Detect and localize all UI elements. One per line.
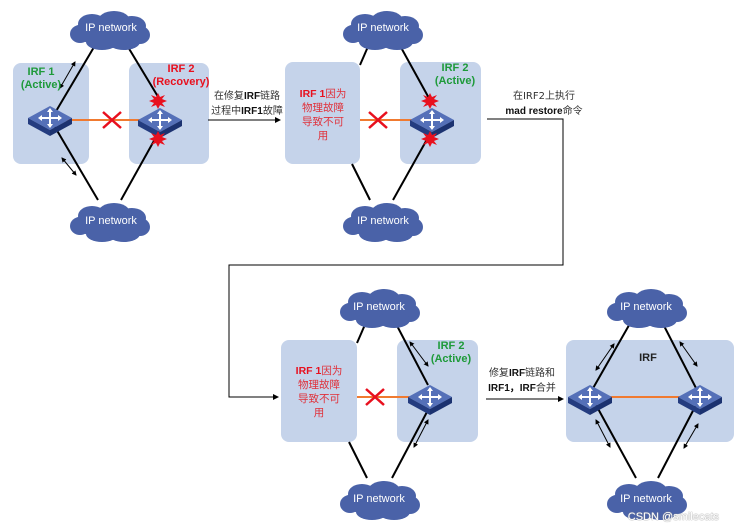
irf1-active-label: IRF 1 (Active) [14,66,68,92]
cloud-label: IP network [353,493,405,505]
switch-icon [137,107,183,139]
irf2-state: (Recovery) [152,76,210,88]
fault-burst-icon [421,131,439,147]
traffic-arrow-icon [409,341,429,367]
irf2-recovery-label: IRF 2 (Recovery) [148,63,214,89]
fault-burst-icon [149,131,167,147]
downlink [595,404,637,479]
traffic-arrow-icon [61,157,77,176]
irf2-name: IRF 2 [167,63,195,75]
step2-text: 命令 [562,106,583,117]
irf1-panel-stage3 [281,340,357,442]
step3-text: IRF1，IRF [488,383,536,394]
irf1-failure-text: IRF 1因为 物理故障 导致不可 用 [284,364,354,420]
desc-text: 导致不可 [302,116,344,128]
step-arrow [228,118,564,400]
desc-text: 物理故障 [302,102,344,114]
step1-text: 故障 [262,106,283,117]
desc-text: 用 [313,407,325,419]
desc-text: 用 [317,130,329,142]
irf1-name: IRF 1 [295,365,322,377]
cloud-label: IP network [85,215,137,227]
step1-text: 过程中 [211,106,242,117]
step2-text: 在 [512,91,523,102]
link-failure-x-icon [102,111,122,129]
link-failure-x-icon [368,111,388,129]
cloud-label: IP network [620,301,672,313]
irf-merged-label: IRF [639,352,657,364]
uplink [660,319,698,391]
cloud-label: IP network [357,22,409,34]
downlink [351,163,371,201]
traffic-arrow-icon [413,419,429,448]
traffic-arrow-icon [595,419,611,448]
irf2-name: IRF 2 [441,62,469,74]
step2-text: 上执行 [545,91,575,102]
switch-icon [677,384,723,416]
irf2-name: IRF 2 [437,340,465,352]
step1-text: IRF [243,91,261,102]
switch-icon [407,384,453,416]
downlink [391,409,429,479]
switch-icon [27,105,73,137]
step2-text: IRF2 [522,91,545,102]
irf2-state: (Active) [434,75,476,87]
uplink [393,319,429,386]
desc-text: 因为 [321,365,343,377]
downlink [51,121,99,201]
cloud-label: IP network [620,493,672,505]
switch-icon [567,384,613,416]
step1-text: 在修复 [213,91,244,102]
desc-text: 导致不可 [298,393,340,405]
uplink [591,319,633,391]
downlink [392,133,431,201]
step3-caption: 修复IRF链路和 IRF1，IRF合并 [480,366,564,396]
step1-text: 链路 [260,91,281,102]
irf1-name: IRF 1 [27,66,55,78]
irf2-state: (Active) [430,353,472,365]
step3-text: 修复 [488,368,509,379]
step1-caption: 在修复IRF链路 过程中IRF1故障 [206,89,288,119]
traffic-arrow-icon [679,341,698,367]
fault-burst-icon [421,93,439,109]
cloud-label: IP network [85,22,137,34]
downlink [348,441,368,479]
irf1-panel-stage2 [285,62,360,164]
switch-icon [409,107,455,139]
irf1-state: (Active) [20,79,62,91]
step1-text: IRF1 [241,106,263,117]
watermark: CSDN @smilecats [627,511,719,523]
desc-text: 物理故障 [298,379,340,391]
desc-text: 因为 [325,88,347,100]
traffic-arrow-icon [595,343,615,371]
traffic-arrow-icon [683,423,699,449]
irf2-active-label: IRF 2 (Active) [424,340,478,366]
irf1-name: IRF 1 [299,88,326,100]
irf2-active-label: IRF 2 (Active) [428,62,482,88]
step3-text: IRF [508,368,526,379]
step2-caption: 在IRF2上执行 mad restore命令 [484,89,604,119]
link-failure-x-icon [365,388,385,406]
fault-burst-icon [149,93,167,109]
step3-text: 合并 [535,383,556,394]
traffic-arrow-icon [59,61,76,89]
cloud-label: IP network [353,301,405,313]
downlink [657,404,697,479]
uplink [124,41,161,101]
mad-restore-command: mad restore [505,106,563,117]
irf1-failure-text: IRF 1因为 物理故障 导致不可 用 [288,87,358,143]
step3-text: 链路和 [525,368,556,379]
uplink [397,41,431,101]
cloud-label: IP network [357,215,409,227]
